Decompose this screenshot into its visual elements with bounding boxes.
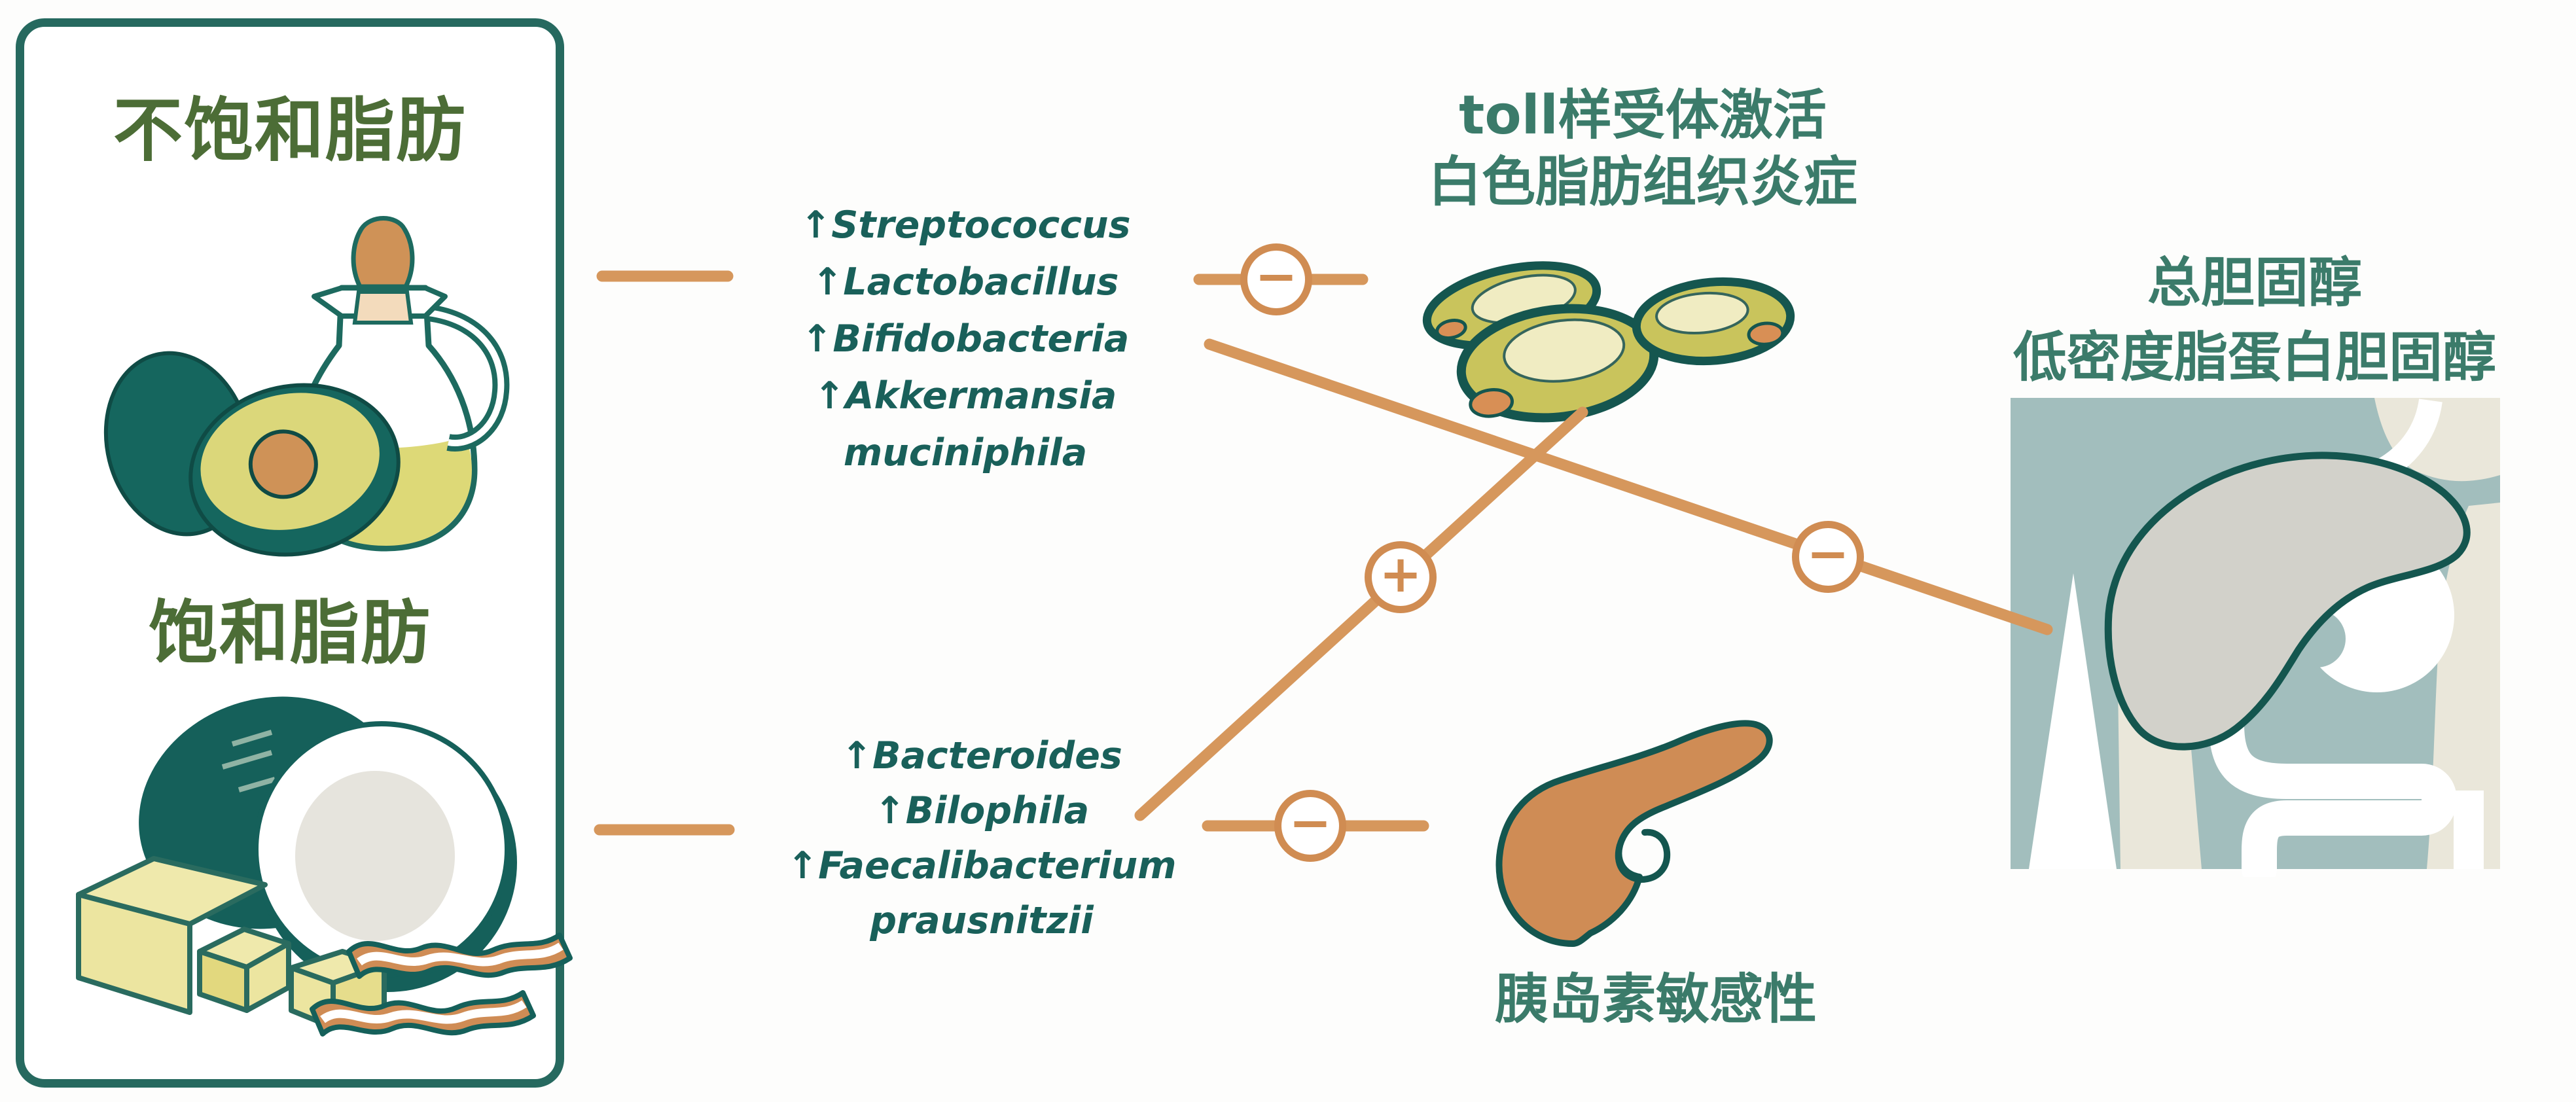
minus-badge-inflammation: − xyxy=(1240,243,1312,315)
cholesterol-label: 总胆固醇 低密度脂蛋白胆固醇 xyxy=(2012,252,2496,389)
insulin-sensitivity-label: 胰岛素敏感性 xyxy=(1494,969,1817,1031)
bacteria-item: ↑Faecalibacterium xyxy=(787,844,1177,887)
bacteria-item: ↑Akkermansia muciniphila xyxy=(814,374,1117,474)
pancreas-icon xyxy=(1495,720,1773,947)
minus-badge-insulin: − xyxy=(1274,790,1346,862)
bacteria-item: ↑Lactobacillus xyxy=(812,260,1119,304)
liver-digestive-icon xyxy=(2011,398,2500,877)
bacteria-item: ↑Bacteroides xyxy=(841,734,1122,777)
unsaturated-fat-title: 不饱和脂肪 xyxy=(113,90,467,171)
bacteria-item: ↑Bilophila xyxy=(874,789,1090,832)
coconut-butter-bacon-icon xyxy=(76,696,573,1037)
olive-oil-avocado-icon xyxy=(103,216,510,557)
minus-badge-cholesterol: − xyxy=(1792,521,1864,593)
tlr-inflammation-label: toll样受体激活 白色脂肪组织炎症 xyxy=(1427,84,1857,213)
bacteria-item: ↑Bifidobacteria xyxy=(801,317,1130,361)
saturated-bacteria-list: ↑Bacteroides ↑Bilophila ↑Faecalibacteriu… xyxy=(717,728,1247,948)
unsaturated-bacteria-list: ↑Streptococcus ↑Lactobacillus ↑Bifidobac… xyxy=(694,197,1237,482)
adipocytes-icon xyxy=(1422,261,1795,423)
bacteria-item: prausnitzii xyxy=(870,899,1094,942)
plus-badge-inflammation: + xyxy=(1365,541,1437,613)
saturated-fat-title: 饱和脂肪 xyxy=(149,593,431,673)
bacteria-item: ↑Streptococcus xyxy=(800,204,1131,247)
